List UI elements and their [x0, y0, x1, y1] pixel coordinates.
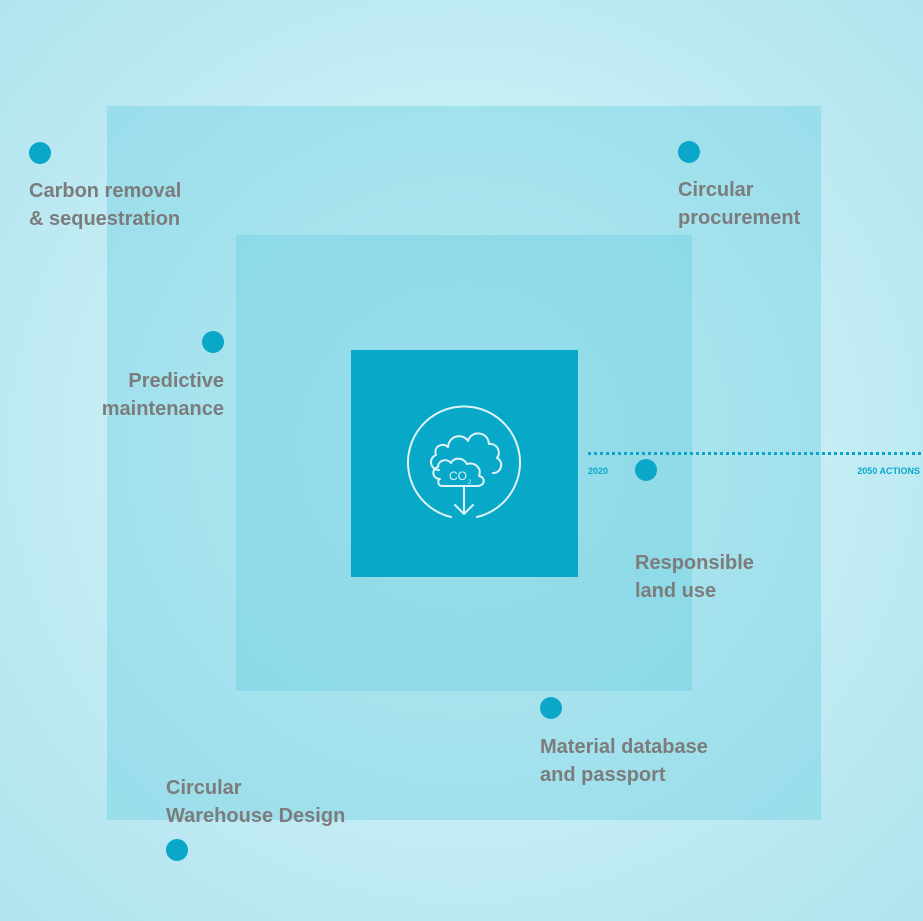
material-database-label: Material database and passport [540, 736, 708, 786]
center-square [351, 350, 578, 577]
svg-text:2: 2 [468, 480, 472, 486]
circular-warehouse-design-label: Circular Warehouse Design [166, 777, 346, 827]
circular-warehouse-design-marker [166, 839, 188, 861]
svg-text:CO: CO [449, 469, 467, 483]
carbon-removal-label: Carbon removal & sequestration [29, 180, 182, 230]
predictive-maintenance-label: Predictive maintenance [101, 370, 224, 420]
timeline-end-label: 2050 ACTIONS [857, 466, 920, 476]
co2-cloud-down-icon: CO 2 [405, 405, 523, 523]
responsible-land-use-marker [635, 459, 657, 481]
carbon-removal-marker [29, 142, 51, 164]
material-database-marker [540, 697, 562, 719]
circular-procurement-label: Circular procurement [678, 179, 801, 229]
timeline-start-label: 2020 [588, 466, 609, 476]
predictive-maintenance-marker [202, 331, 224, 353]
circular-procurement-marker [678, 141, 700, 163]
circle-arc [407, 405, 521, 518]
responsible-land-use-label: Responsible land use [635, 552, 754, 602]
timeline-dotted-line [588, 452, 921, 455]
